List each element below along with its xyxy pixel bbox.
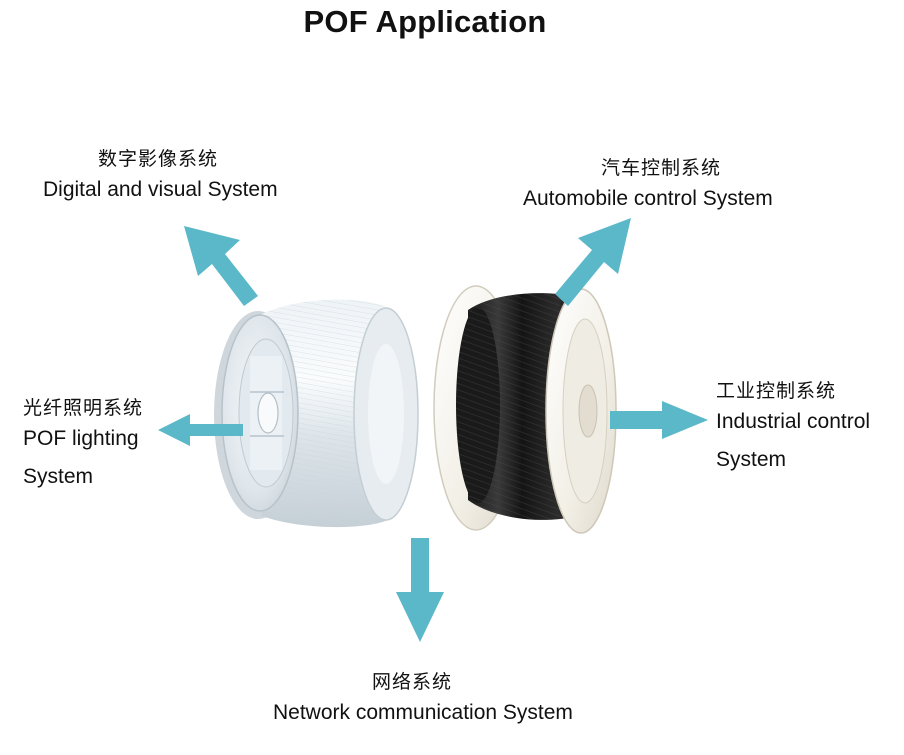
label-lighting-en-line2: System [23,465,94,488]
arrow-automobile-icon [555,218,631,306]
label-automobile-en: Automobile control System [523,187,773,210]
label-industrial-en-line1: Industrial control [716,410,871,433]
black-jacketed-fiber-spool-icon [433,285,617,534]
label-lighting-zh: 光纤照明系统 [23,397,144,419]
arrow-industrial-icon [610,401,708,439]
label-digital-visual: 数字影像系统 Digital and visual System [43,147,278,209]
label-digital-en: Digital and visual System [43,178,278,201]
label-industrial-zh: 工业控制系统 [716,380,837,402]
label-lighting-en-line1: POF lighting [23,427,139,450]
page-title: POF Application [303,4,547,39]
label-industrial-control: 工业控制系统 Industrial control System [716,379,870,479]
label-digital-zh: 数字影像系统 [98,148,219,170]
label-pof-lighting: 光纤照明系统 POF lighting System [23,396,143,496]
label-automobile-zh: 汽车控制系统 [601,157,722,179]
label-network-zh: 网络系统 [372,671,453,693]
transparent-fiber-spool-icon [214,299,419,528]
label-industrial-en-line2: System [716,448,787,471]
label-network-communication: 网络系统 Network communication System [273,670,573,732]
arrow-lighting-icon [158,414,243,446]
label-network-en: Network communication System [273,701,573,724]
label-automobile-control: 汽车控制系统 Automobile control System [523,156,773,218]
arrow-network-icon [396,538,444,642]
arrow-digital-icon [184,226,258,306]
